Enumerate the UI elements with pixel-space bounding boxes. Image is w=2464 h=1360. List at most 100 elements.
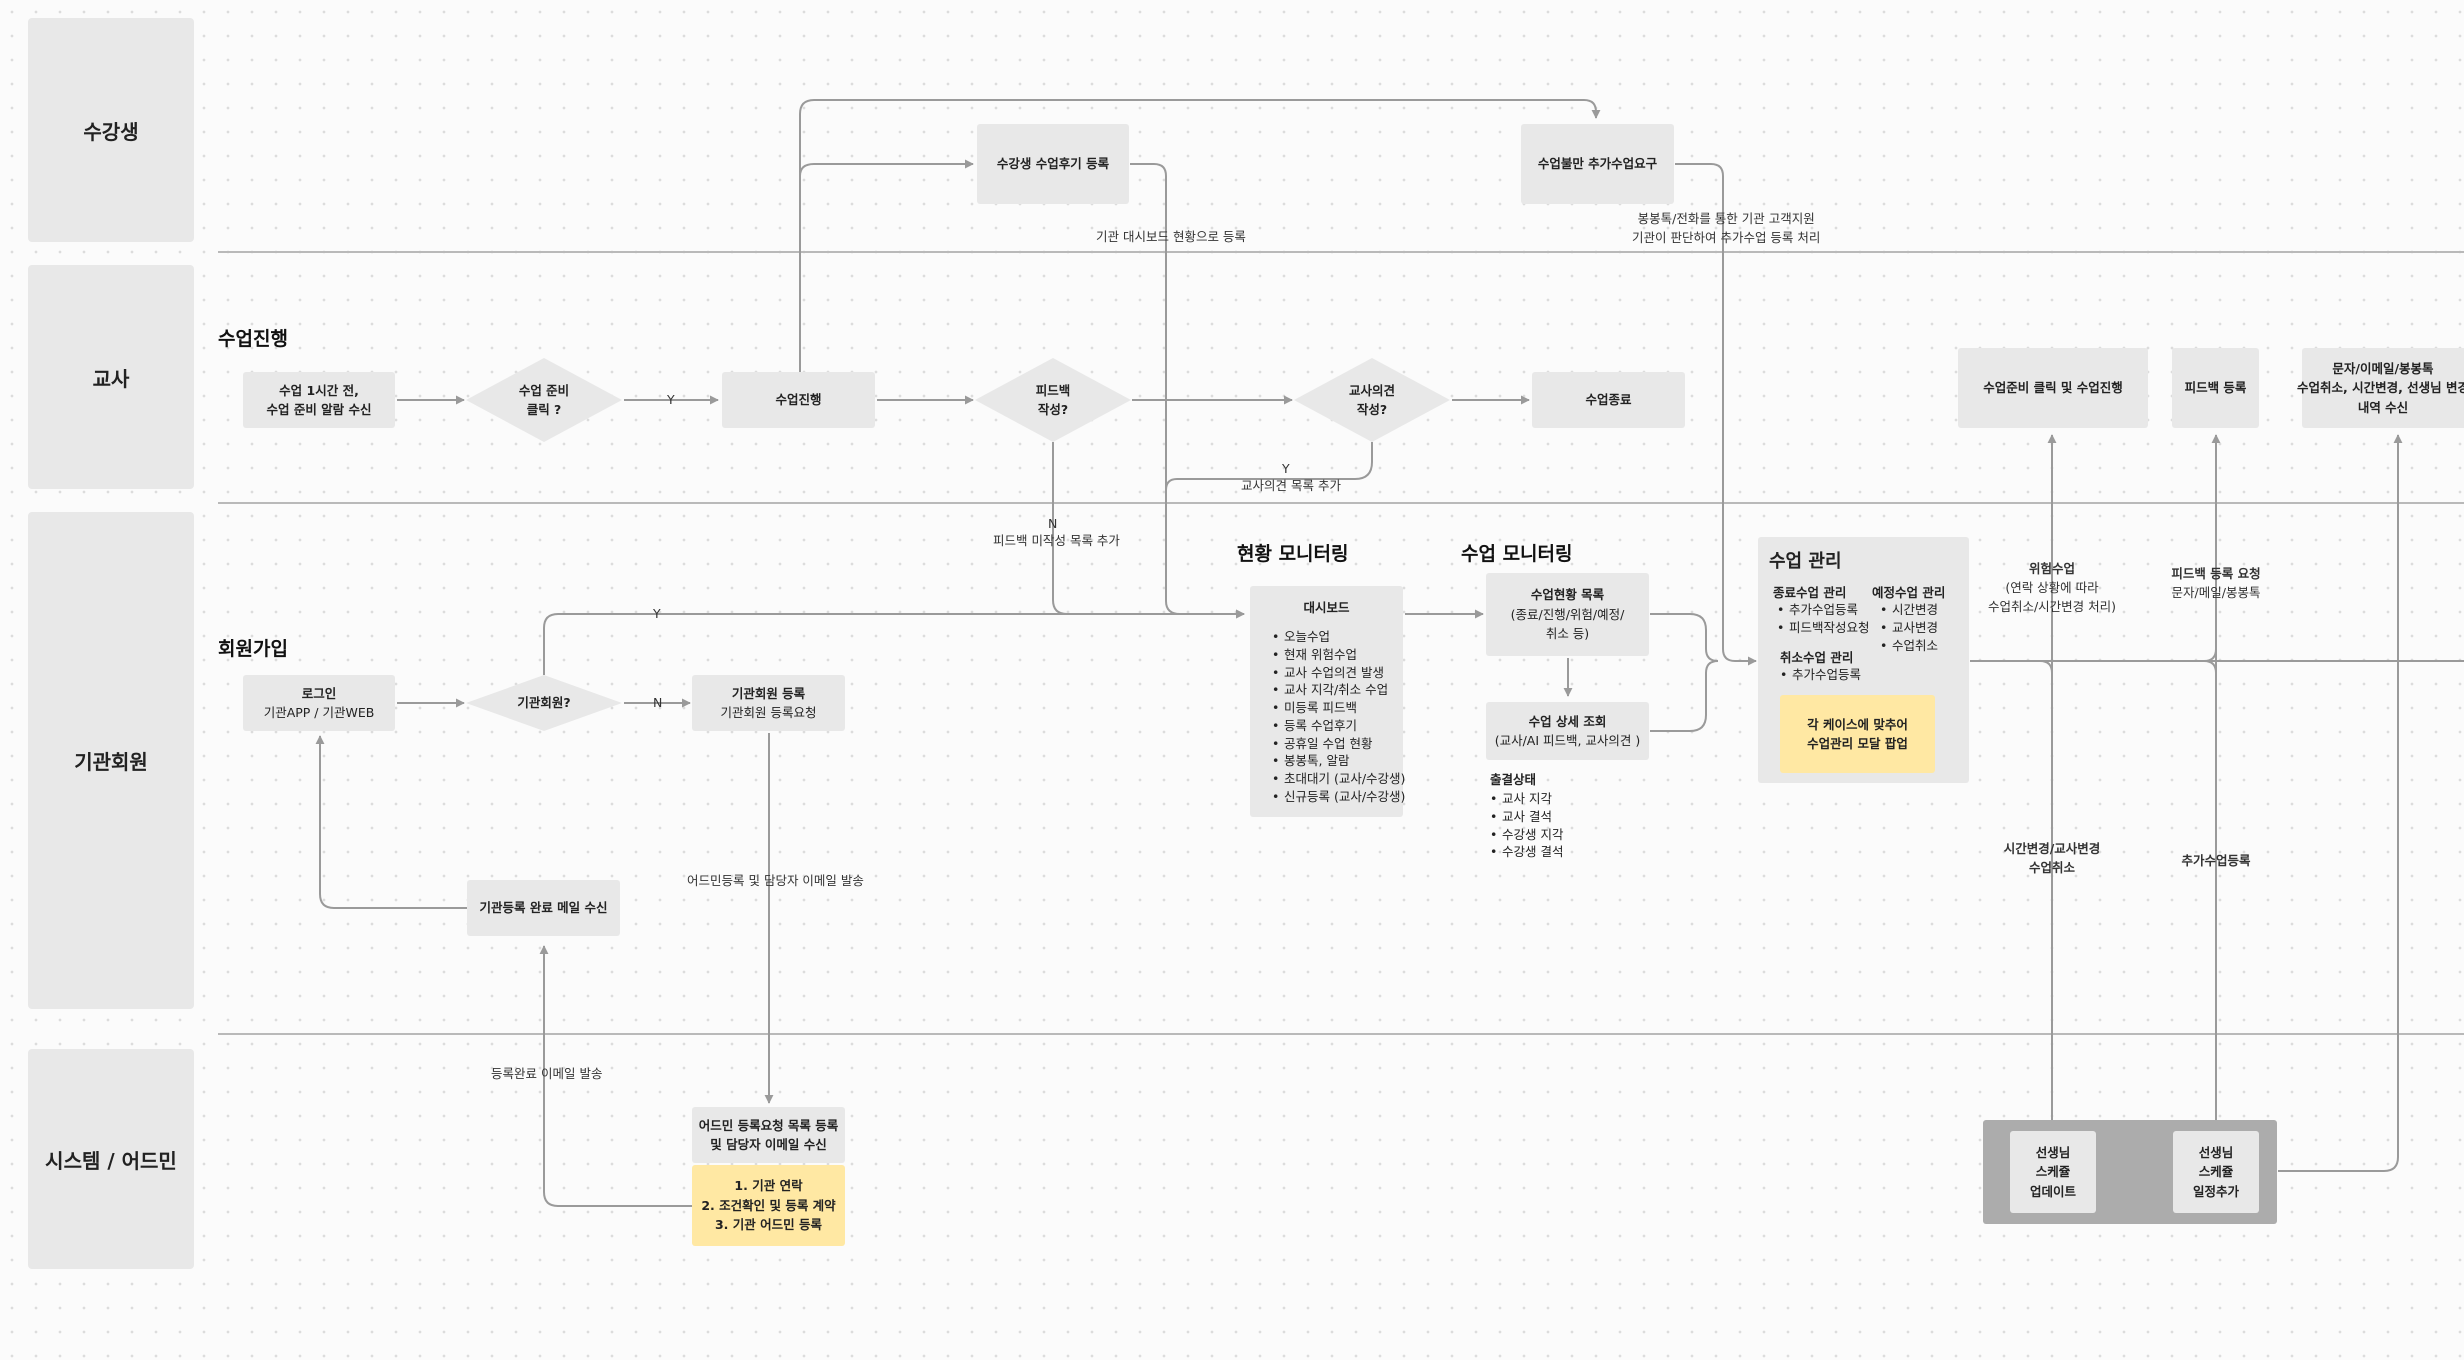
dashboard-list: 오늘수업현재 위험수업교사 수업의견 발생교사 지각/취소 수업미등록 피드백등… — [1272, 628, 1405, 806]
teacher-opinion-line1: 교사의견 — [1348, 382, 1395, 398]
student-review-box[interactable]: 수강생 수업후기 등록 — [977, 124, 1129, 204]
admin-steps-box[interactable]: 1. 기관 연락 2. 조건확인 및 등록 계약 3. 기관 어드민 등록 — [692, 1165, 845, 1246]
teacher-feedback-text: 피드백 작성? — [975, 358, 1131, 442]
lesson-management-panel[interactable]: 수업 관리 종료수업 관리 추가수업등록피드백작성요청 예정수업 관리 시간변경… — [1758, 537, 1969, 783]
lesson-detail-box[interactable]: 수업 상세 조회 (교사/AI 피드백, 교사의견 ) — [1486, 702, 1649, 760]
teacher-end-box[interactable]: 수업종료 — [1532, 372, 1685, 428]
modal-line2: 수업관리 모달 팝업 — [1807, 736, 1908, 751]
edge-donemail-login — [315, 735, 467, 909]
lane-dividers — [218, 251, 2464, 1035]
teacher-progress-text: 수업진행 — [775, 392, 822, 408]
lesson-management-title: 수업 관리 — [1769, 551, 1842, 572]
done-mail-box[interactable]: 기관등록 완료 메일 수신 — [467, 880, 620, 936]
teacher-prep-progress-box[interactable]: 수업준비 클릭 및 수업진행 — [1958, 348, 2148, 428]
admin-list-line2: 및 담당자 이메일 수신 — [710, 1137, 827, 1152]
cancelled-group: 취소수업 관리 추가수업등록 — [1780, 647, 1861, 684]
label-risk-sub2: 수업취소/시간변경 처리) — [1987, 598, 2117, 614]
student-complaint-text: 수업불만 추가수업요구 — [1537, 156, 1658, 172]
label-add-lesson-text: 추가수업등록 — [2181, 853, 2251, 868]
status-list-title: 수업현황 목록 — [1530, 587, 1605, 603]
label-reg-email: 등록완료 이메일 발송 — [491, 1066, 603, 1081]
label-support-line2: 기관이 판단하여 추가수업 등록 처리 — [1632, 229, 1821, 245]
dashboard-item: 등록 수업후기 — [1272, 717, 1403, 735]
teacher-notify-box[interactable]: 문자/이메일/봉봉톡 수업취소, 시간변경, 선생님 변경 내역 수신 — [2297, 348, 2464, 428]
teacher-progress-box[interactable]: 수업진행 — [722, 372, 875, 428]
teacher-prep-click-diamond[interactable]: 수업 준비 클릭 ? — [466, 358, 622, 442]
attendance-item: 수강생 지각 — [1490, 826, 1563, 844]
teacher-feedback-line2: 작성? — [1037, 402, 1069, 417]
edge-opinion-y — [1165, 442, 1373, 500]
lane-system: 시스템 / 어드민 — [28, 1049, 194, 1269]
dashboard-item: 현재 위험수업 — [1272, 646, 1403, 664]
update-schedule-line2: 스케쥴 — [2035, 1164, 2071, 1180]
dashboard-panel[interactable]: 대시보드 오늘수업현재 위험수업교사 수업의견 발생교사 지각/취소 수업미등록… — [1250, 586, 1405, 817]
edge-member-y — [543, 609, 1245, 675]
teacher-notify-line2: 수업취소, 시간변경, 선생님 변경 — [2296, 380, 2464, 396]
ended-list: 추가수업등록피드백작성요청 — [1777, 601, 1870, 637]
update-schedule-line3: 업데이트 — [2029, 1183, 2076, 1199]
edge-detail-management — [1650, 660, 1719, 732]
teacher-prep-click-line1: 수업 준비 — [518, 382, 570, 398]
lesson-detail-title: 수업 상세 조회 — [1528, 713, 1607, 729]
lane-institution: 기관회원 — [28, 512, 194, 1009]
teacher-feedback-diamond[interactable]: 피드백 작성? — [975, 358, 1131, 442]
dashboard-item: 오늘수업 — [1272, 628, 1403, 646]
modal-line1: 각 케이스에 맞추어 — [1807, 716, 1908, 732]
teacher-opinion-line2: 작성? — [1356, 402, 1388, 417]
add-schedule-line3: 일정추가 — [2192, 1183, 2239, 1199]
management-modal-box[interactable]: 각 케이스에 맞추어 수업관리 모달 팝업 — [1780, 695, 1935, 773]
planned-list: 시간변경교사변경수업취소 — [1880, 601, 1945, 654]
register-title: 기관회원 등록 — [731, 685, 806, 701]
label-add-lesson: 추가수업등록 — [2164, 852, 2268, 871]
teacher-alarm-box[interactable]: 수업 1시간 전, 수업 준비 알람 수신 — [243, 372, 395, 428]
login-box[interactable]: 로그인 기관APP / 기관WEB — [243, 675, 395, 731]
planned-item: 시간변경 — [1880, 601, 1945, 619]
admin-step-2: 2. 조건확인 및 등록 계약 — [701, 1197, 836, 1213]
edge-schedule-notify — [2278, 434, 2403, 1172]
label-member-no: N — [653, 695, 663, 710]
student-complaint-box[interactable]: 수업불만 추가수업요구 — [1521, 124, 1674, 204]
member-diamond[interactable]: 기관회원? — [466, 675, 622, 731]
edge-status-management — [1650, 613, 1719, 662]
dashboard-title: 대시보드 — [1303, 600, 1350, 615]
label-member-yes: Y — [653, 606, 661, 621]
register-box[interactable]: 기관회원 등록 기관회원 등록요청 — [692, 675, 845, 731]
add-schedule-line2: 스케쥴 — [2198, 1164, 2234, 1180]
label-feedback-missing: 피드백 미작성 목록 추가 — [993, 533, 1120, 548]
section-status-monitoring: 현황 모니터링 — [1237, 543, 1349, 565]
status-list-box[interactable]: 수업현황 목록 (종료/진행/위험/예정/ 취소 등) — [1486, 573, 1649, 656]
update-schedule-box[interactable]: 선생님 스케쥴 업데이트 — [2010, 1131, 2096, 1213]
cancelled-title: 취소수업 관리 — [1780, 650, 1854, 665]
dashboard-item: 교사 수업의견 발생 — [1272, 664, 1403, 682]
label-risk-sub1: (연락 상황에 따라 — [2005, 579, 2099, 595]
edge-complaint-management — [1675, 163, 1757, 666]
diamond-shape — [466, 675, 622, 731]
student-review-text: 수강생 수업후기 등록 — [996, 156, 1110, 172]
teacher-opinion-diamond[interactable]: 교사의견 작성? — [1294, 358, 1450, 442]
edge-branch-fbreq — [2203, 648, 2217, 662]
edge-progress-complaint — [799, 99, 1601, 372]
attendance-item: 수강생 결석 — [1490, 843, 1563, 861]
member-text: 기관회원? — [466, 675, 622, 731]
planned-title: 예정수업 관리 — [1872, 585, 1946, 600]
ended-item: 피드백작성요청 — [1777, 619, 1870, 637]
label-feedback-no: N — [1048, 516, 1058, 531]
teacher-end-text: 수업종료 — [1585, 392, 1632, 408]
teacher-feedback-reg-box[interactable]: 피드백 등록 — [2172, 348, 2259, 428]
add-schedule-box[interactable]: 선생님 스케쥴 일정추가 — [2173, 1131, 2259, 1213]
member-question: 기관회원? — [517, 695, 571, 711]
admin-list-box[interactable]: 어드민 등록요청 목록 등록 및 담당자 이메일 수신 — [692, 1107, 845, 1163]
section-lesson-progress: 수업진행 — [218, 328, 288, 350]
dashboard-item: 공휴일 수업 현황 — [1272, 735, 1403, 753]
teacher-prep-click-line2: 클릭 ? — [526, 402, 562, 417]
status-list-sub2: 취소 등) — [1545, 626, 1590, 642]
update-schedule-line1: 선생님 — [2035, 1144, 2071, 1160]
label-support: 봉봉톡/전화를 통한 기관 고객지원 기관이 판단하여 추가수업 등록 처리 — [1632, 210, 1820, 248]
teacher-notify-line1: 문자/이메일/봉봉톡 — [2332, 360, 2434, 376]
cancelled-item: 추가수업등록 — [1780, 666, 1861, 684]
label-opinion-yes: Y — [1282, 461, 1290, 476]
diamond-shape — [975, 358, 1131, 442]
schedule-group: 선생님 스케쥴 업데이트 선생님 스케쥴 일정추가 — [1983, 1120, 2277, 1224]
done-mail-text: 기관등록 완료 메일 수신 — [479, 900, 608, 916]
